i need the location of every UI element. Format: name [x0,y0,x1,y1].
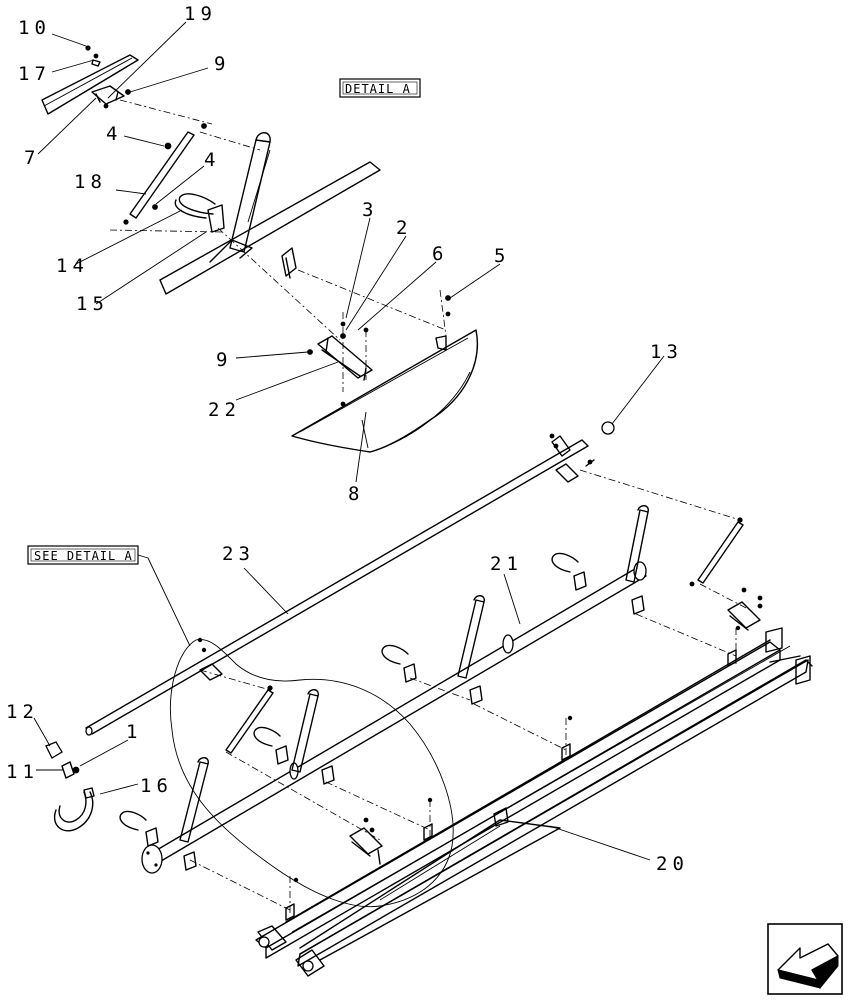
callout-13: 13 [650,341,683,363]
top-deflector-plate [41,54,139,115]
detail-a-group: DETAIL A [41,45,478,453]
lower-deflector-shield [291,329,478,453]
support-arm-18 [129,131,195,219]
cap-12 [45,741,63,759]
callout-22: 22 [208,399,241,421]
callout-23: 23 [222,543,255,565]
callout-4-upper: 4 [106,123,122,145]
hose-16 [53,791,94,832]
see-detail-a-tag: SEE DETAIL A [27,545,149,565]
callout-8: 8 [348,483,364,505]
callout-6: 6 [432,243,448,265]
leader-lines [33,21,665,861]
cap-13 [601,421,615,435]
u-bolt-b [253,726,281,747]
bracket-22 [317,335,373,379]
detail-a-outline [169,638,454,908]
see-detail-a-label: SEE DETAIL A [34,549,133,563]
u-bolt-14 [178,193,216,215]
u-bolt-d [551,552,579,573]
main-assembly [45,421,813,977]
callout-16: 16 [140,775,173,797]
next-page-arrow-icon[interactable] [767,923,843,995]
callout-21: 21 [490,553,523,575]
callout-labels: 10 19 17 9 7 4 18 4 14 15 3 2 6 5 9 22 8… [6,3,689,875]
tube-flange-left [141,844,163,874]
detail-a-label: DETAIL A [345,82,411,96]
callout-7: 7 [24,147,40,169]
clamp-15 [207,204,225,233]
fitting-11 [61,761,75,779]
clip-bracket [91,85,125,105]
upright-post [229,139,271,253]
callout-2: 2 [396,217,412,239]
callout-3: 3 [362,199,378,221]
callout-9-upper: 9 [214,53,230,75]
support-arm-right [697,521,744,584]
callout-14: 14 [56,255,89,277]
callout-11: 11 [6,761,39,783]
detail-a-box [339,78,421,98]
support-arm-left [225,689,274,754]
u-bolt-c [381,644,409,665]
callout-1: 1 [126,721,142,743]
u-bolt-a [119,810,147,831]
callout-19: 19 [184,3,217,25]
tube-21 [149,565,647,865]
rod-23 [85,439,589,735]
mount-bracket [281,247,297,277]
callout-18: 18 [74,171,107,193]
callout-12: 12 [6,701,39,723]
uprights [179,505,649,843]
callout-20: 20 [656,853,689,875]
frame-20 [255,627,813,977]
callout-10: 10 [18,17,51,39]
callout-15: 15 [76,293,109,315]
deflector-bar [159,161,381,295]
callout-17: 17 [18,63,51,85]
callout-9-lower: 9 [216,349,232,371]
callout-5: 5 [494,245,510,267]
callout-4-lower: 4 [204,149,220,171]
